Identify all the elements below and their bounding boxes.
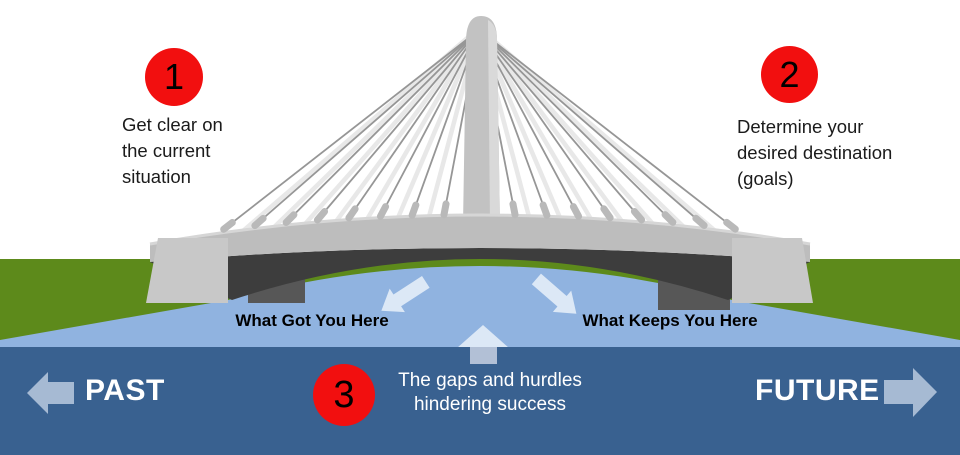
up-arrow-stem [470, 347, 497, 364]
cable-anchor [440, 200, 450, 219]
river-water [0, 266, 960, 347]
past-arrow-icon [27, 372, 74, 414]
step-3-badge: 3 [313, 364, 375, 426]
cable-anchor [408, 201, 420, 219]
water-arrow-left-icon [381, 275, 430, 313]
bridge-pylon-highlight [488, 20, 500, 225]
cable-light [272, 26, 481, 229]
cable-light [477, 26, 593, 221]
cable [478, 29, 639, 217]
cable [351, 29, 480, 214]
bridge-deck [150, 215, 810, 262]
cable-anchor [509, 200, 519, 219]
cable-anchor [220, 219, 236, 233]
cable-light [477, 26, 686, 229]
cable-anchor [313, 208, 329, 224]
timeline-bar [0, 347, 960, 455]
past-label: PAST [85, 374, 165, 407]
cable [227, 29, 480, 227]
water-arrow-right-icon [531, 273, 577, 314]
cable-anchor [251, 214, 267, 230]
bridge-abutment-left [146, 238, 228, 303]
bridge-deck-edge [149, 213, 811, 246]
water-label-what-keeps-you-here: What Keeps You Here [582, 311, 758, 330]
cable [289, 29, 480, 220]
cable-light [477, 26, 624, 223]
future-arrow-icon [884, 368, 937, 417]
cable-light [477, 26, 655, 226]
cable [478, 29, 732, 227]
step-3-label: The gaps and hurdles hindering success [398, 370, 582, 415]
cable-light [395, 27, 482, 219]
cable-anchor [282, 211, 298, 226]
cable-anchor [569, 203, 583, 220]
cable-anchor [376, 203, 390, 220]
cable-anchor [345, 205, 359, 222]
step-1-badge: 1 [145, 48, 203, 106]
cable [478, 29, 701, 223]
step-2-badge: 2 [761, 46, 818, 103]
cable [478, 29, 670, 220]
cable-anchor [723, 218, 739, 233]
bridge-underside [150, 248, 810, 300]
bridge-abutment-right [732, 238, 813, 303]
bridge-cables [227, 26, 732, 233]
cable-anchor [692, 214, 708, 229]
step-2-label: Determine your desired destination (goal… [737, 116, 893, 189]
bridge-cable-anchors [220, 200, 739, 233]
up-arrow-icon [457, 325, 509, 348]
cable-anchor [539, 201, 551, 219]
cable-anchor [661, 211, 677, 226]
cable-anchor [630, 207, 646, 224]
cable [382, 29, 480, 212]
future-label: FUTURE [755, 374, 880, 407]
water-label-what-got-you-here: What Got You Here [235, 311, 389, 330]
cable-light [477, 26, 717, 233]
cable [320, 29, 480, 217]
cable-light [334, 26, 481, 223]
cable-light [365, 26, 481, 221]
cable [478, 29, 608, 214]
cable [258, 29, 480, 223]
step-1-label: Get clear on the current situation [122, 114, 223, 187]
cable-light [303, 26, 481, 226]
cable-anchor [600, 205, 614, 222]
